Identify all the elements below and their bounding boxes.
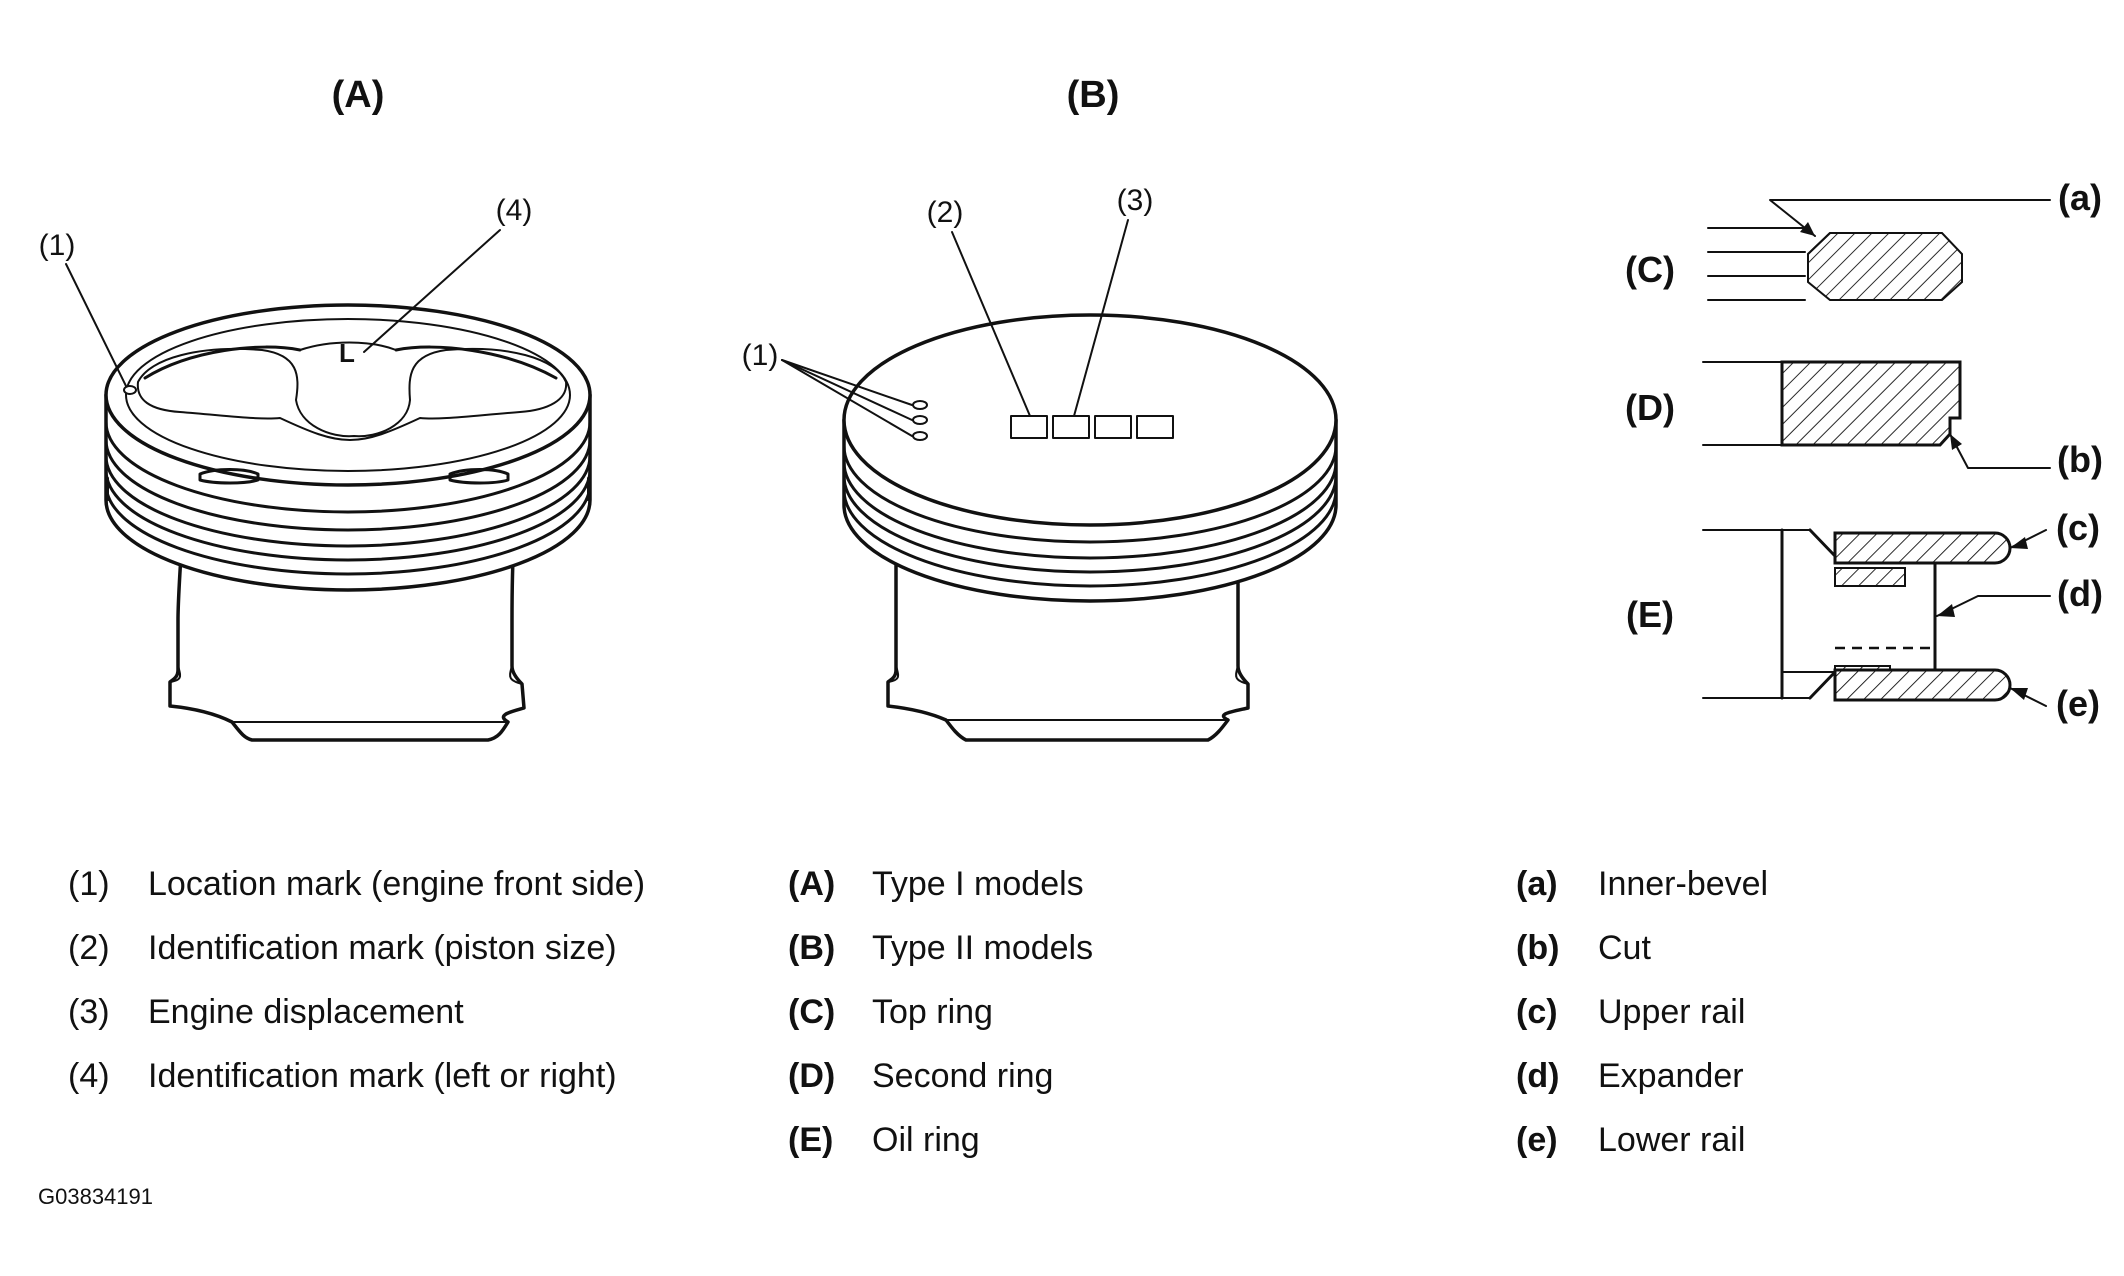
ring-callout-d: (d) bbox=[2057, 573, 2103, 614]
legend-key: (C) bbox=[788, 993, 836, 1031]
piston-b-id-box-3 bbox=[1094, 415, 1132, 439]
ring-callout-b: (b) bbox=[2057, 439, 2103, 480]
piston-b-callout-1: (1) bbox=[742, 339, 779, 372]
legend-key: (3) bbox=[68, 993, 110, 1031]
ring-callout-e: (e) bbox=[2056, 683, 2100, 724]
legend-text: Identification mark (piston size) bbox=[148, 929, 617, 967]
legend-text: Expander bbox=[1598, 1057, 1744, 1095]
legend-row-lb: (b) Cut bbox=[1516, 916, 1768, 980]
oil-ring-section: (E) (c) (d) (e) bbox=[1626, 507, 2103, 724]
legend-key: (2) bbox=[68, 929, 110, 967]
legend-text: Location mark (engine front side) bbox=[148, 865, 646, 903]
legend-key: (D) bbox=[788, 1057, 836, 1095]
legend-text: Cut bbox=[1598, 929, 1651, 967]
legend-key: (4) bbox=[68, 1057, 110, 1095]
piston-a-leader-1 bbox=[65, 263, 127, 387]
top-ring-profile bbox=[1807, 232, 1963, 301]
legend-row-la: (a) Inner-bevel bbox=[1516, 852, 1768, 916]
legend-text: Type I models bbox=[872, 865, 1084, 903]
piston-b-id-box-1 bbox=[1010, 415, 1048, 439]
legend-row-e: (E) Oil ring bbox=[788, 1108, 1093, 1172]
piston-a-title: (A) bbox=[332, 74, 385, 116]
legend-text: Inner-bevel bbox=[1598, 865, 1769, 903]
piston-b-leader-2 bbox=[951, 231, 1031, 417]
legend-capitals: (A) Type I models (B) Type II models (C) To… bbox=[788, 852, 1093, 1172]
ring-label-e: (E) bbox=[1626, 594, 1674, 635]
ring-leader-a bbox=[1769, 199, 2051, 237]
piston-b-title: (B) bbox=[1067, 74, 1120, 116]
legend-text: Top ring bbox=[872, 993, 993, 1031]
piston-a-id-letter: L bbox=[339, 338, 355, 368]
piston-b-leader-1a bbox=[781, 359, 913, 406]
legend-row-2: (2) Identification mark (piston size) bbox=[68, 916, 645, 980]
legend-letters: (a) Inner-bevel (b) Cut (c) Upper rail (d) E… bbox=[1516, 852, 1768, 1172]
legend-key: (c) bbox=[1516, 993, 1558, 1031]
piston-b-leader-1b bbox=[781, 359, 913, 421]
piston-b: (B) (1) (2) (3) bbox=[742, 74, 1338, 742]
legend-key: (d) bbox=[1516, 1057, 1560, 1095]
legend-row-b: (B) Type II models bbox=[788, 916, 1093, 980]
piston-b-location-mark-3 bbox=[912, 431, 928, 441]
legend-row-1: (1) Location mark (engine front side) bbox=[68, 852, 645, 916]
oil-ring-expander-step-upper bbox=[1834, 567, 1906, 587]
ring-label-c: (C) bbox=[1625, 249, 1675, 290]
piston-a-callout-4: (4) bbox=[496, 194, 533, 227]
piston-b-id-box-4 bbox=[1136, 415, 1174, 439]
oil-ring-lower-rail bbox=[1833, 668, 2012, 702]
piston-a-leader-4 bbox=[363, 229, 501, 353]
legend-row-lc: (c) Upper rail bbox=[1516, 980, 1768, 1044]
legend-text: Identification mark (left or right) bbox=[148, 1057, 617, 1095]
piston-b-callout-2: (2) bbox=[927, 196, 964, 229]
legend-text: Engine displacement bbox=[148, 993, 464, 1031]
piston-b-location-mark-1 bbox=[912, 400, 928, 410]
ring-callout-a: (a) bbox=[2058, 177, 2102, 218]
legend-text: Lower rail bbox=[1598, 1121, 1746, 1159]
legend-text: Upper rail bbox=[1598, 993, 1746, 1031]
ring-sections: (C) (a) (D) (b) (E) bbox=[1625, 177, 2103, 724]
legend-row-d: (D) Second ring bbox=[788, 1044, 1093, 1108]
ring-leader-b bbox=[1949, 433, 2051, 469]
legend-row-ld: (d) Expander bbox=[1516, 1044, 1768, 1108]
piston-a-location-mark bbox=[123, 385, 137, 395]
legend-text: Type II models bbox=[872, 929, 1094, 967]
piston-b-location-mark-2 bbox=[912, 415, 928, 425]
legend-key: (1) bbox=[68, 865, 110, 903]
piston-b-leader-3 bbox=[1073, 219, 1129, 417]
legend-key: (e) bbox=[1516, 1121, 1558, 1159]
legend-row-4: (4) Identification mark (left or right) bbox=[68, 1044, 645, 1108]
legend-key: (a) bbox=[1516, 865, 1558, 903]
legend-row-3: (3) Engine displacement bbox=[68, 980, 645, 1044]
piston-b-id-box-2 bbox=[1052, 415, 1090, 439]
legend-key: (E) bbox=[788, 1121, 834, 1159]
piston-b-leader-1c bbox=[781, 359, 913, 437]
top-ring-section: (C) (a) bbox=[1625, 177, 2102, 301]
legend-row-c: (C) Top ring bbox=[788, 980, 1093, 1044]
legend-row-a: (A) Type I models bbox=[788, 852, 1093, 916]
legend-text: Second ring bbox=[872, 1057, 1054, 1095]
second-ring-profile bbox=[1780, 360, 1962, 447]
piston-a-callout-1: (1) bbox=[39, 229, 76, 262]
legend-numbers: (1) Location mark (engine front side) (2)… bbox=[68, 852, 645, 1108]
piston-a: (A) L (1) (4) bbox=[39, 74, 592, 742]
oil-ring-upper-rail bbox=[1833, 531, 2012, 565]
legend-key: (b) bbox=[1516, 929, 1560, 967]
piston-a-bowl bbox=[136, 347, 568, 441]
legend-row-le: (e) Lower rail bbox=[1516, 1108, 1768, 1172]
legend-key: (A) bbox=[788, 865, 836, 903]
ring-callout-c: (c) bbox=[2056, 507, 2100, 548]
legend-text: Oil ring bbox=[872, 1121, 980, 1159]
legend-key: (B) bbox=[788, 929, 836, 967]
piston-b-callout-3: (3) bbox=[1117, 184, 1154, 217]
ring-label-d: (D) bbox=[1625, 387, 1675, 428]
second-ring-section: (D) (b) bbox=[1625, 360, 2103, 480]
figure-code: G03834191 bbox=[38, 1184, 153, 1209]
